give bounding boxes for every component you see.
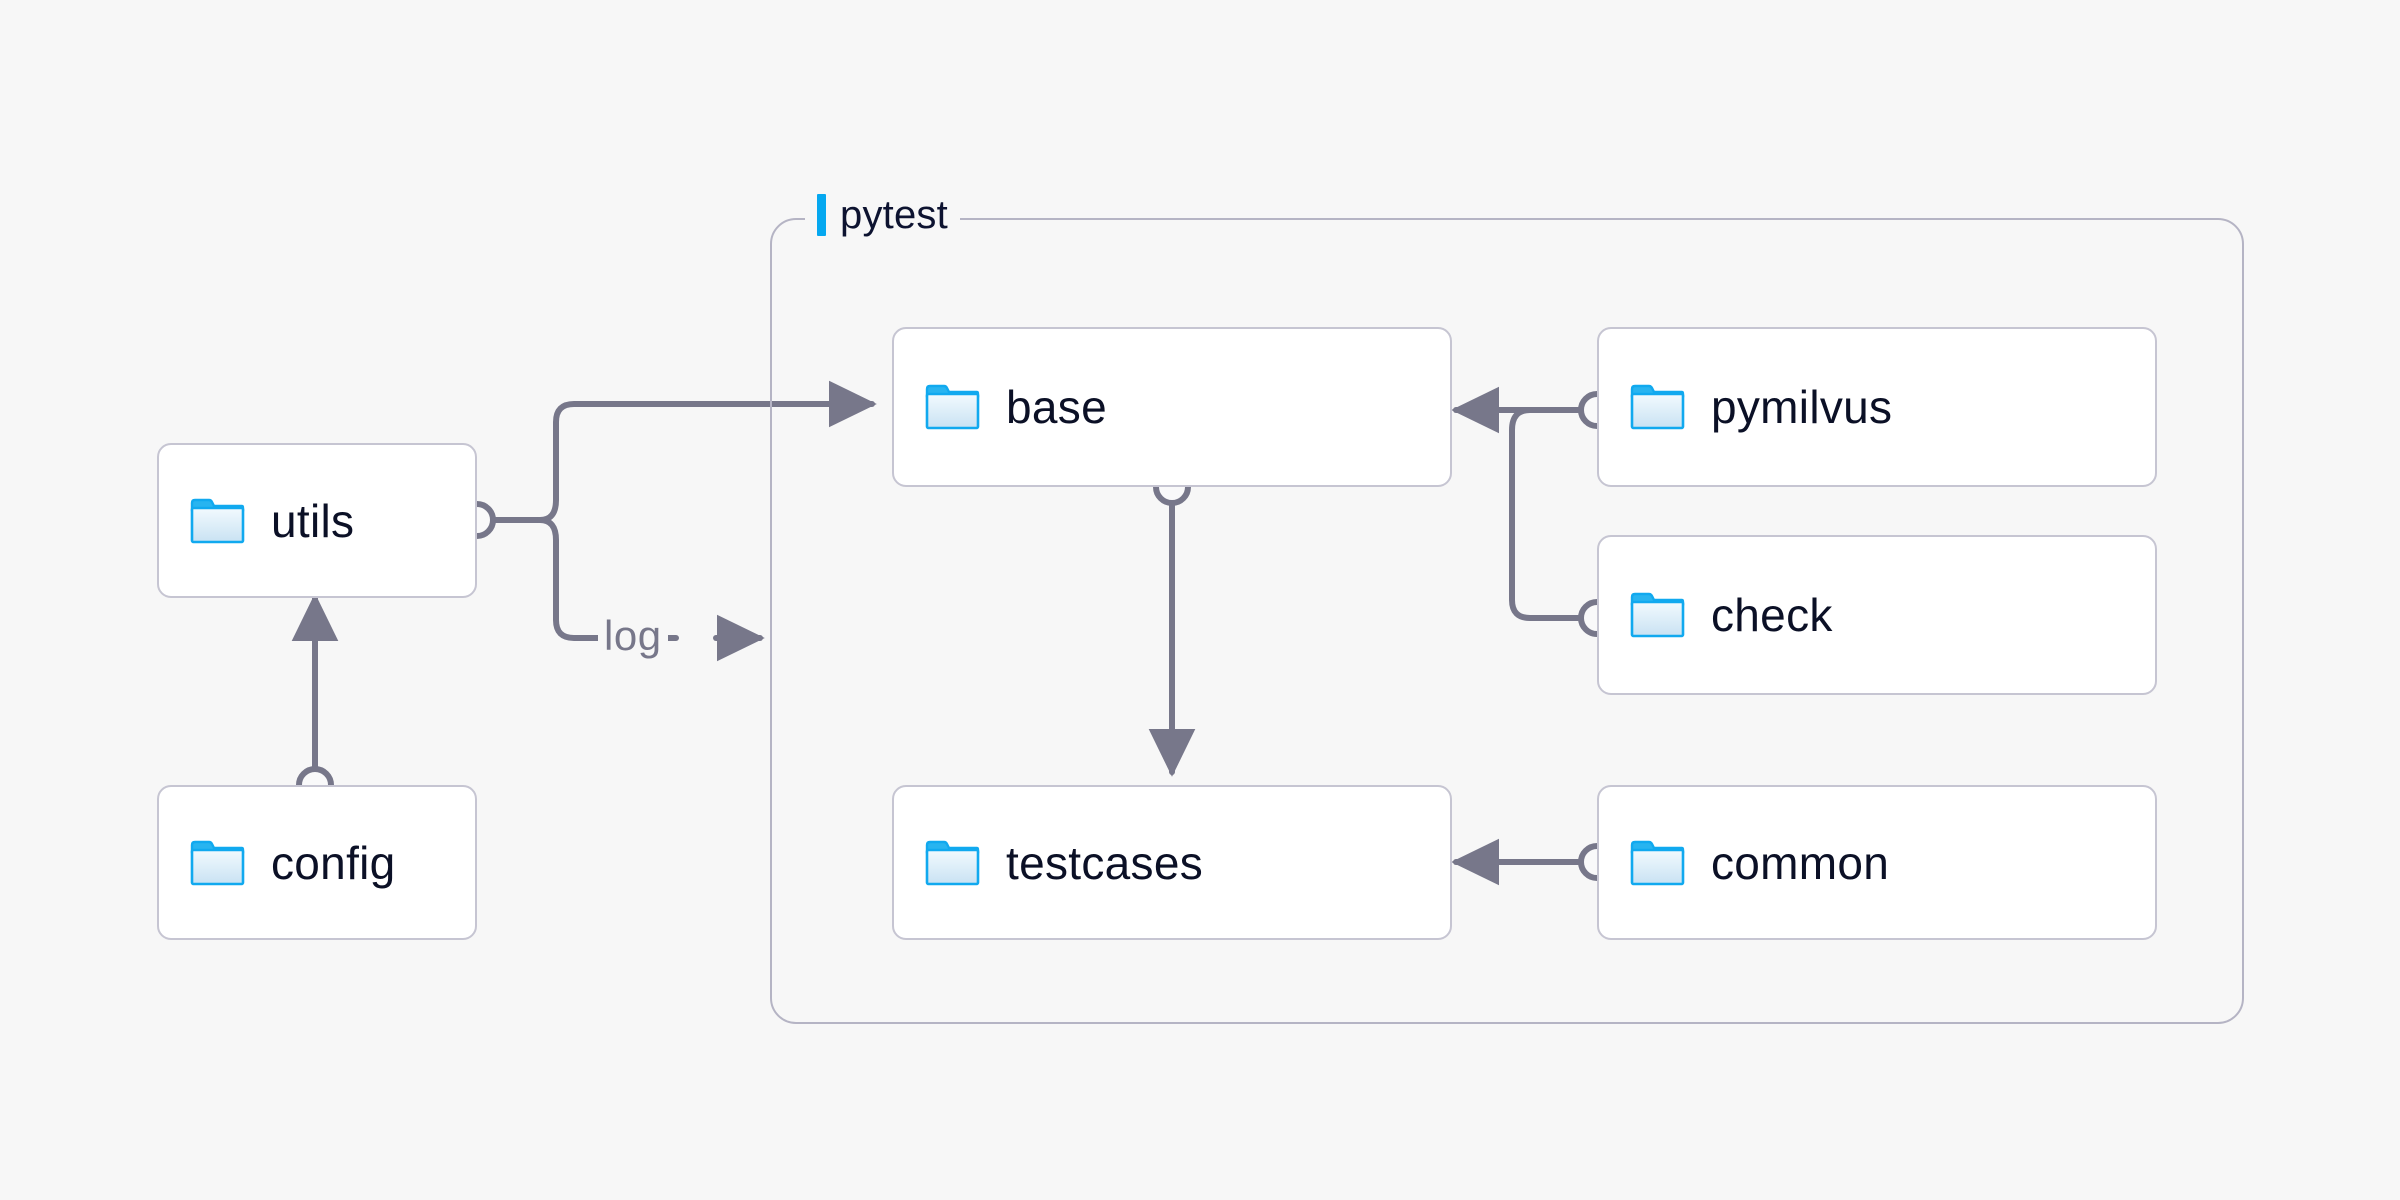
folder-icon xyxy=(1630,592,1685,638)
accent-bar-icon xyxy=(817,194,826,236)
folder-icon xyxy=(190,840,245,885)
group-pytest-label: pytest xyxy=(805,188,960,242)
folder-icon xyxy=(1630,384,1685,430)
folder-icon xyxy=(925,384,980,430)
edge-label-log: log xyxy=(598,612,668,660)
folder-icon xyxy=(925,840,980,885)
node-testcases-label: testcases xyxy=(1006,836,1204,889)
node-utils[interactable]: utils xyxy=(157,443,477,598)
group-pytest-title: pytest xyxy=(840,192,948,237)
node-common-label: common xyxy=(1711,836,1890,889)
folder-icon xyxy=(190,498,245,543)
node-testcases[interactable]: testcases xyxy=(892,785,1452,940)
node-common[interactable]: common xyxy=(1597,785,2157,940)
node-config-label: config xyxy=(271,836,396,889)
node-utils-label: utils xyxy=(271,494,355,547)
node-base-label: base xyxy=(1006,381,1107,433)
node-check[interactable]: check xyxy=(1597,535,2157,695)
group-pytest[interactable] xyxy=(770,218,2244,1024)
node-config[interactable]: config xyxy=(157,785,477,940)
folder-icon xyxy=(1630,840,1685,885)
node-pymilvus-label: pymilvus xyxy=(1711,381,1893,433)
node-check-label: check xyxy=(1711,589,1833,641)
node-pymilvus[interactable]: pymilvus xyxy=(1597,327,2157,487)
node-base[interactable]: base xyxy=(892,327,1452,487)
